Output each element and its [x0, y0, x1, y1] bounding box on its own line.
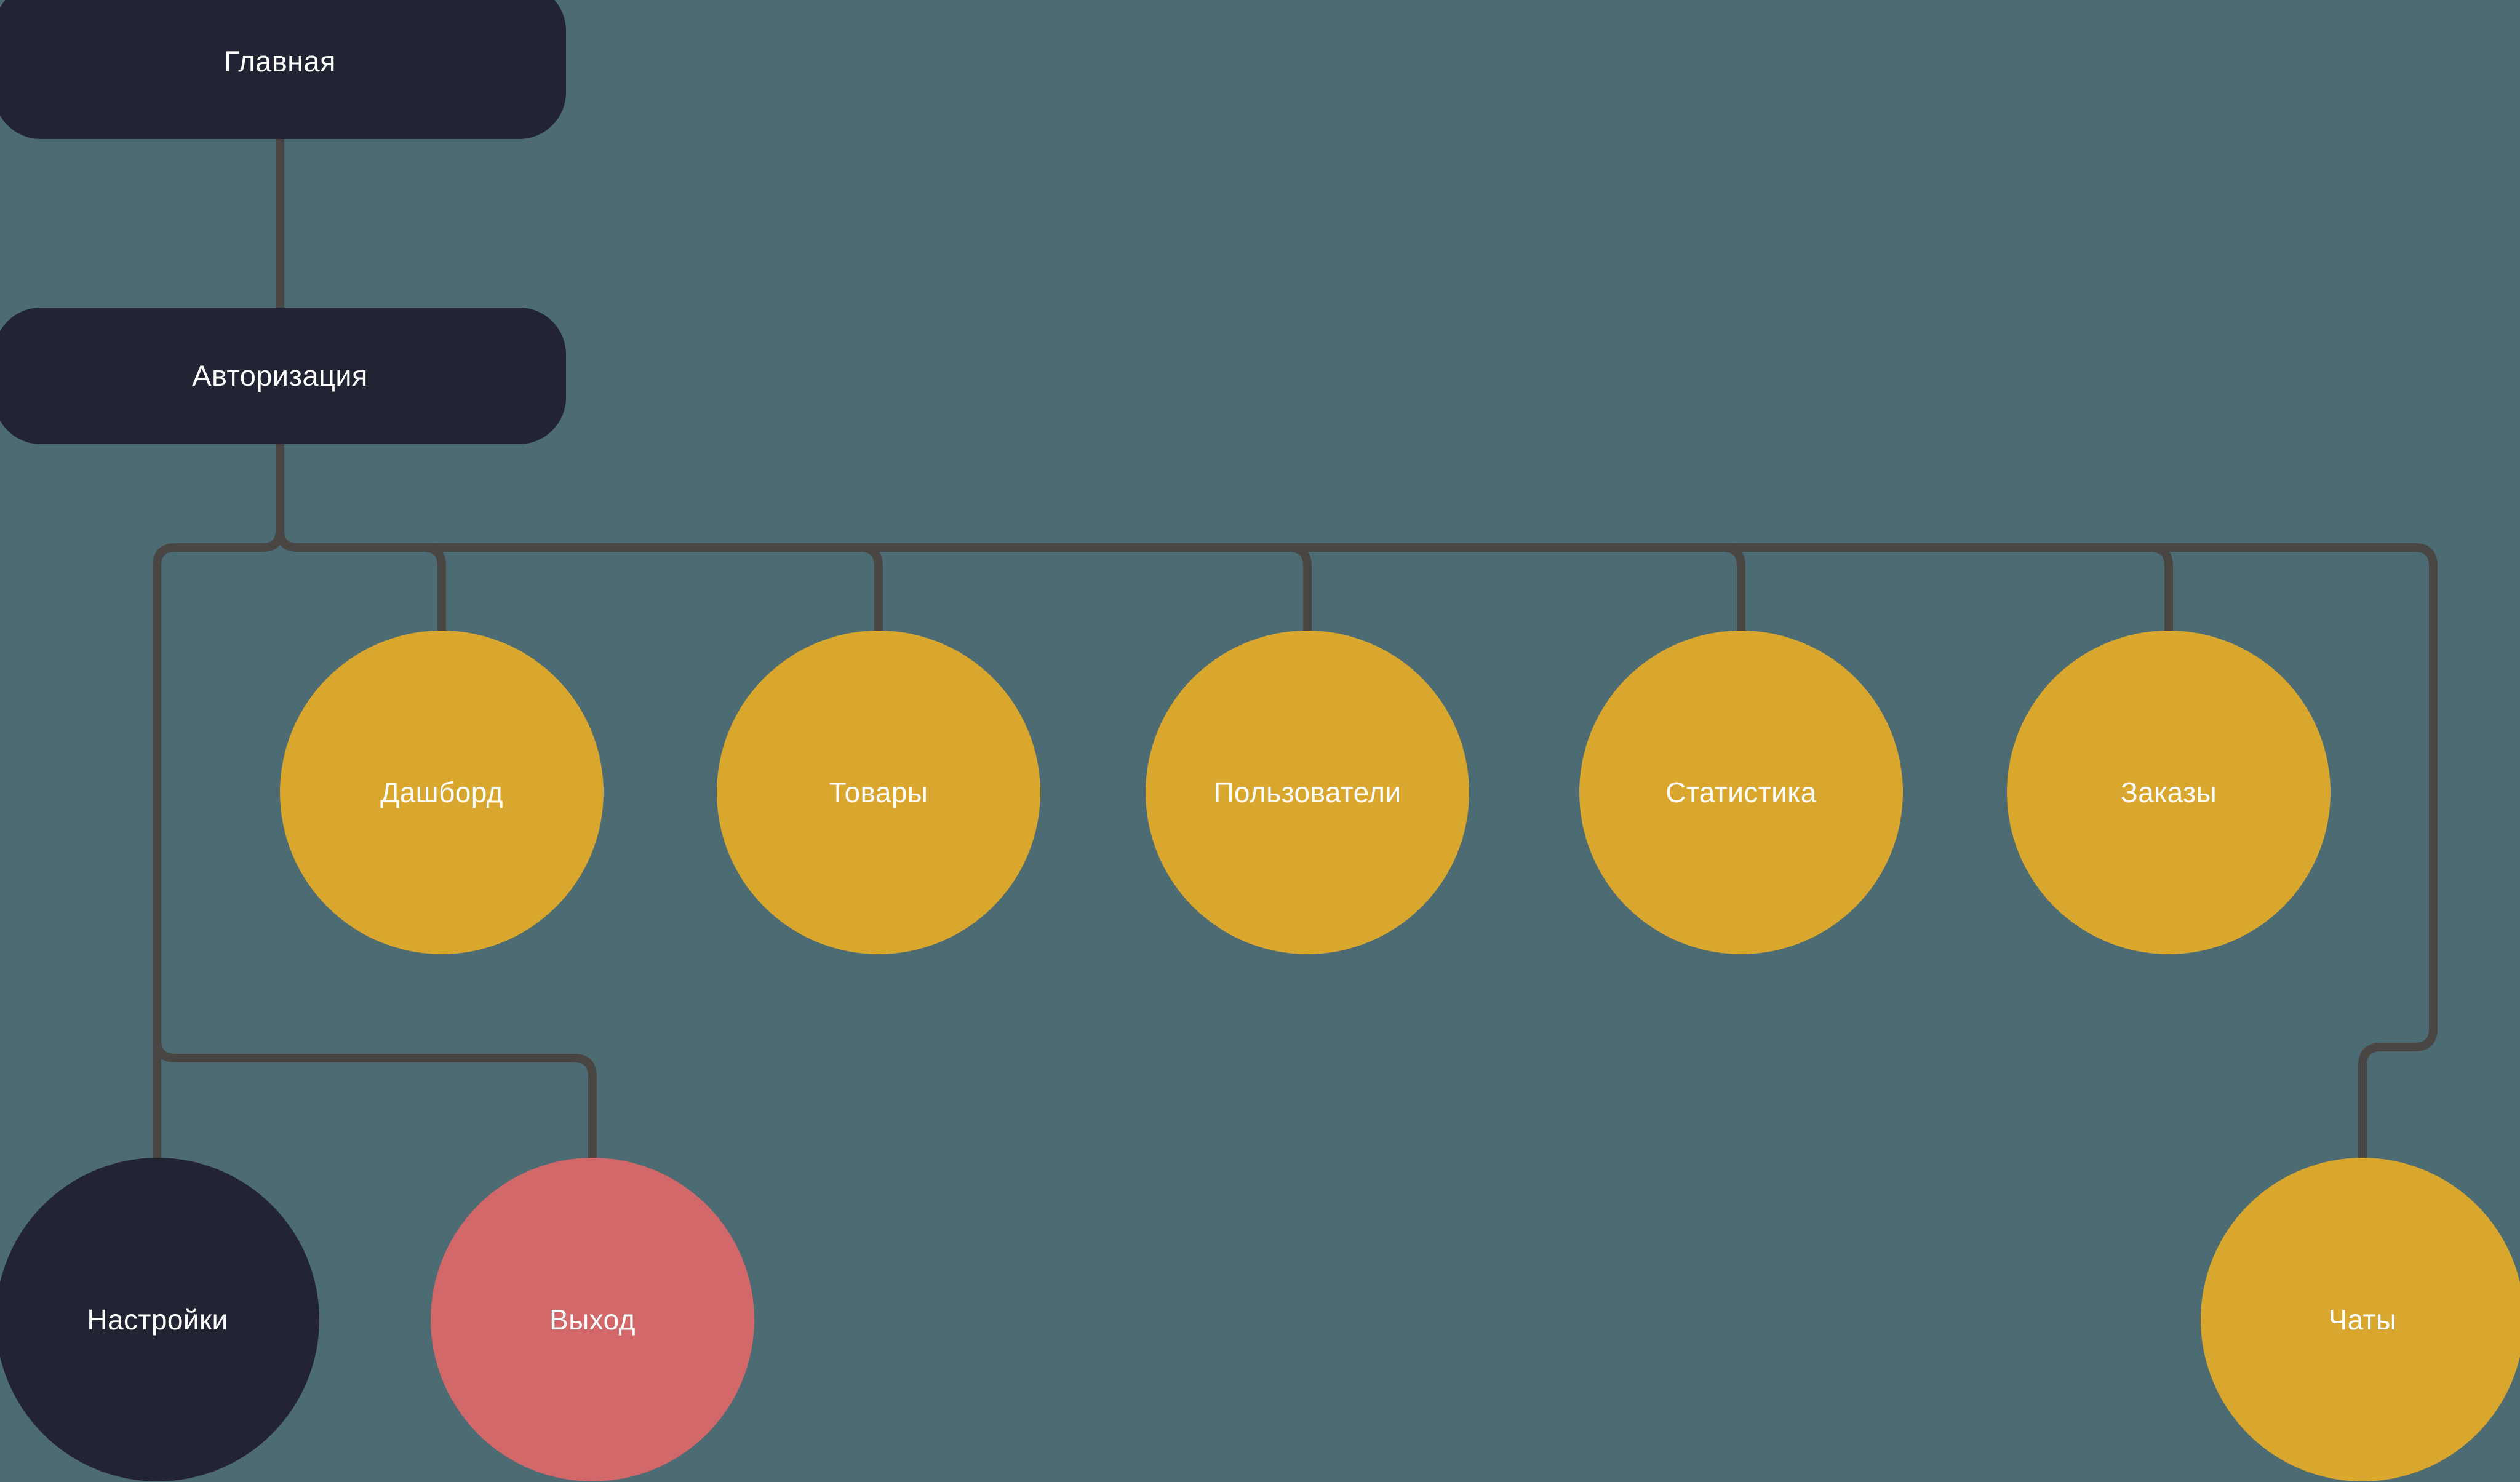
node-home-label: Главная — [224, 45, 336, 78]
node-dashboard-label: Дашборд — [380, 776, 503, 808]
edge-bus-statistics — [1722, 543, 1745, 635]
node-settings[interactable]: Настройки — [0, 1158, 319, 1481]
node-chats-label: Чаты — [2328, 1303, 2397, 1336]
node-logout[interactable]: Выход — [431, 1158, 754, 1481]
node-chats[interactable]: Чаты — [2201, 1158, 2520, 1481]
edge-bus-dashboard — [423, 543, 446, 635]
node-settings-label: Настройки — [87, 1303, 228, 1336]
edge-bus-orders — [2150, 543, 2173, 635]
node-orders-label: Заказы — [2120, 776, 2217, 808]
edge-bus-products — [859, 543, 883, 635]
node-statistics-label: Статистика — [1665, 776, 1817, 808]
node-home[interactable]: Главная — [0, 0, 566, 139]
node-logout-label: Выход — [549, 1303, 636, 1336]
node-products[interactable]: Товары — [717, 631, 1040, 954]
node-users[interactable]: Пользователи — [1146, 631, 1469, 954]
node-orders[interactable]: Заказы — [2007, 631, 2331, 954]
node-auth-label: Авторизация — [192, 359, 368, 392]
node-statistics[interactable]: Статистика — [1579, 631, 1903, 954]
node-dashboard[interactable]: Дашборд — [280, 631, 604, 954]
node-users-label: Пользователи — [1213, 776, 1402, 808]
node-products-label: Товары — [829, 776, 928, 808]
edge-chats — [2358, 1028, 2438, 1163]
edge-logout — [153, 1039, 597, 1163]
node-auth[interactable]: Авторизация — [0, 308, 566, 444]
edge-bus-left-shoulder — [153, 530, 284, 1040]
edge-bus-users — [1288, 543, 1312, 635]
